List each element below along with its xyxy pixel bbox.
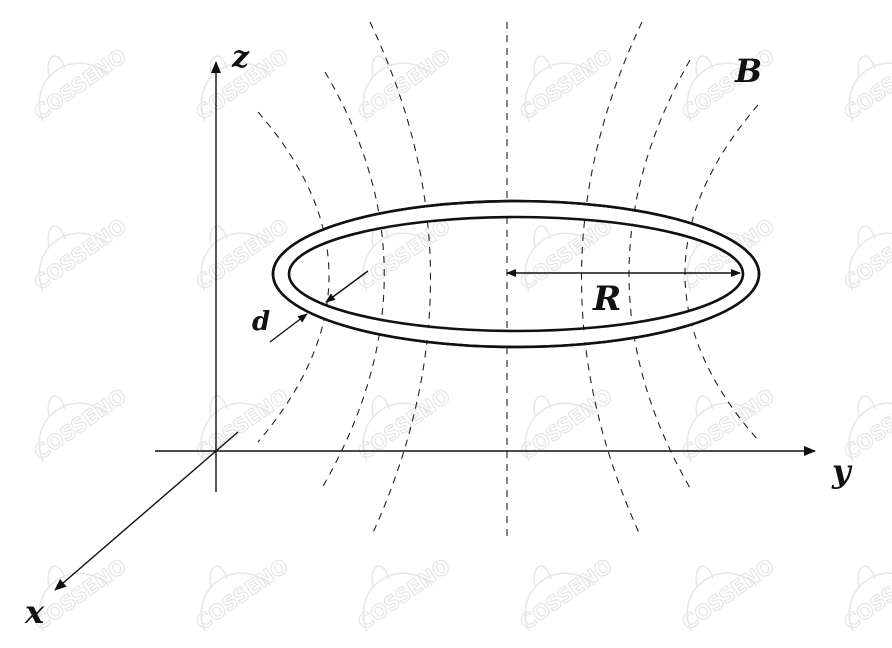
thickness-arrow-lower xyxy=(269,313,308,343)
watermark-tile: COSSENO xyxy=(29,43,132,125)
x-axis-label: x xyxy=(24,593,45,631)
thickness-label: d xyxy=(252,307,270,337)
loop-inner-edge xyxy=(287,215,745,333)
watermark-tile: COSSENO xyxy=(677,553,780,635)
watermark-tile: COSSENO xyxy=(191,383,294,465)
field-line-left-3 xyxy=(257,111,330,443)
field-line-left-1 xyxy=(369,21,432,536)
loop-outer-edge-redraw xyxy=(271,199,761,349)
watermark-tile: COSSENO xyxy=(29,383,132,465)
watermark-tile: COSSENO xyxy=(839,383,892,465)
watermark-tile: COSSENO xyxy=(515,43,618,125)
watermark-tile: COSSENO xyxy=(677,383,780,465)
x-axis xyxy=(54,431,239,591)
watermark-tile: COSSENO xyxy=(839,553,892,635)
y-axis-label: y xyxy=(831,452,853,490)
watermark-tile: COSSENO xyxy=(353,43,456,125)
watermark-tile: COSSENO xyxy=(191,213,294,295)
watermark-tile: COSSENO xyxy=(29,213,132,295)
watermark-tile: COSSENO xyxy=(515,383,618,465)
watermark-tile: COSSENO xyxy=(353,383,456,465)
watermark-tile: COSSENO xyxy=(515,553,618,635)
thickness-markers xyxy=(269,270,369,343)
z-axis-label: z xyxy=(231,40,250,75)
thickness-arrow-upper xyxy=(325,270,369,303)
current-loop xyxy=(271,199,761,349)
watermark-tile: COSSENO xyxy=(353,553,456,635)
watermark-tile: COSSENO xyxy=(839,43,892,125)
watermark-tile: COSSENO xyxy=(839,213,892,295)
axes xyxy=(54,61,816,591)
loop-band xyxy=(275,203,757,345)
radius-label: R xyxy=(592,279,621,319)
watermark-tile: COSSENO xyxy=(191,553,294,635)
field-label: B xyxy=(734,52,762,90)
